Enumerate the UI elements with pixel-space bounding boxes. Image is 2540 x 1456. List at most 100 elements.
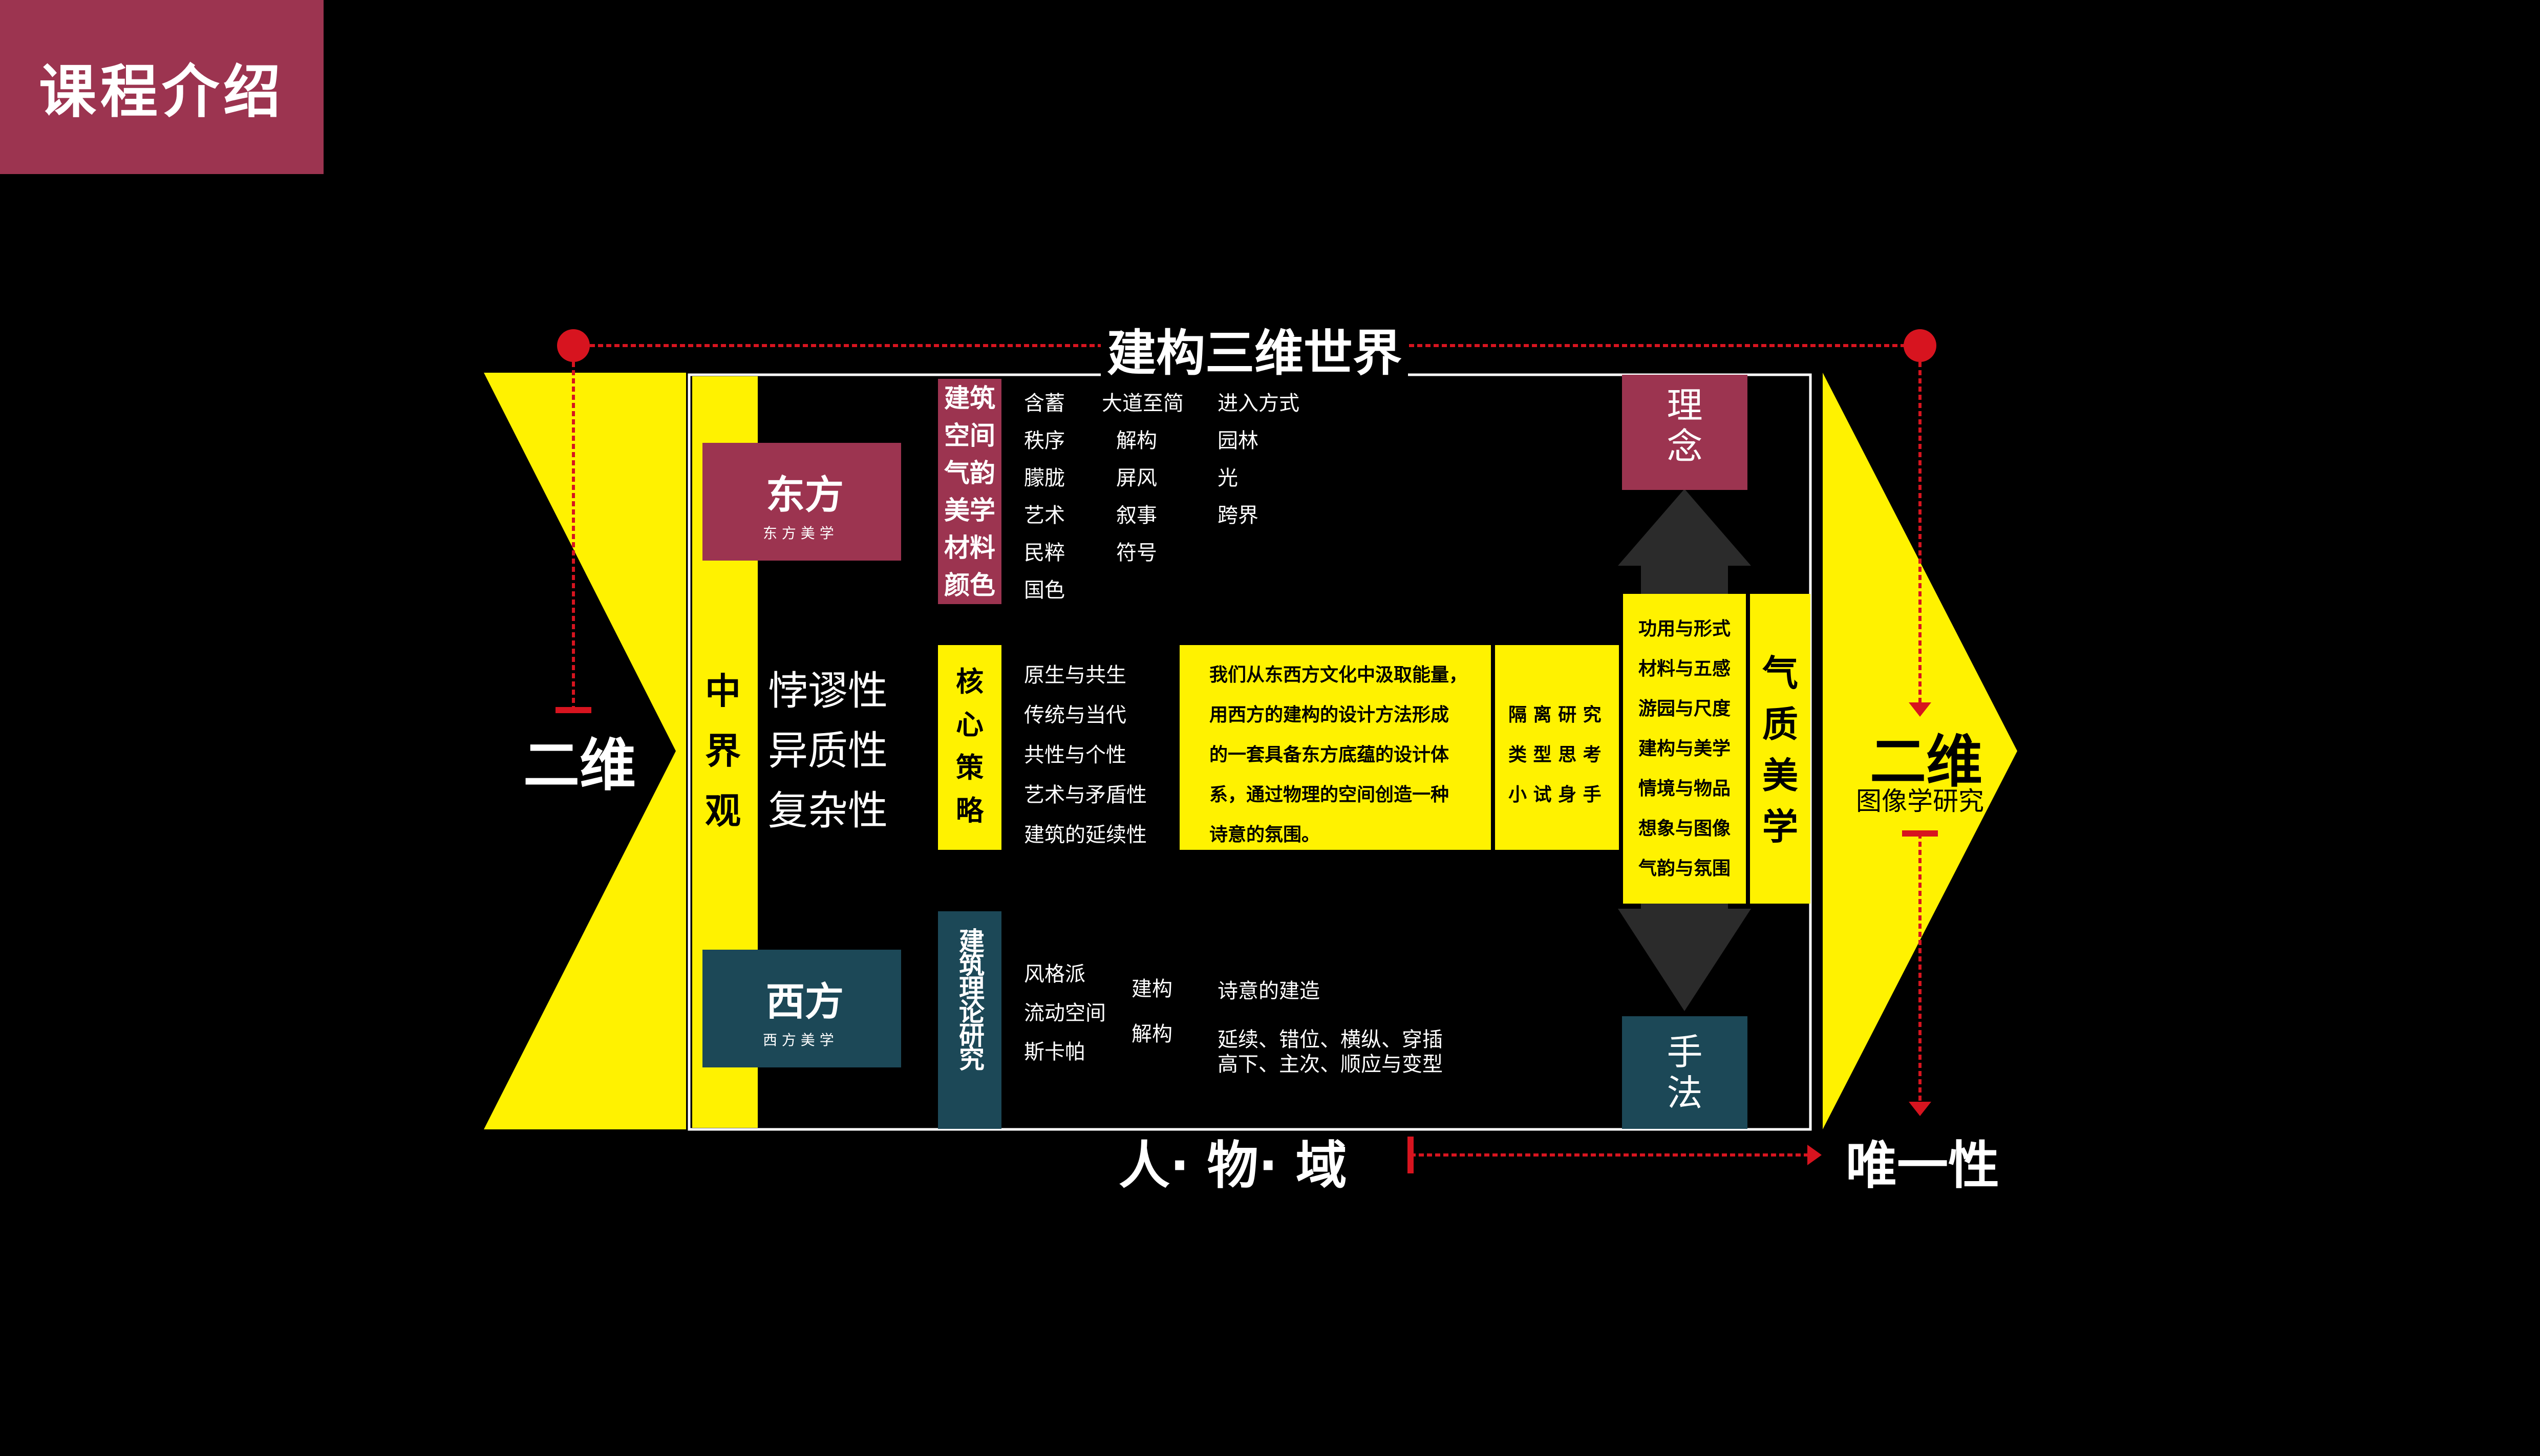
- left-chevron: [484, 373, 686, 1129]
- method-label: 手 法: [1622, 1032, 1747, 1114]
- qi-item: 情境与物品: [1638, 778, 1731, 799]
- center-char-2: 界: [705, 730, 741, 772]
- core-item: 传统与当代: [1024, 703, 1126, 727]
- bottom-right-label: 唯一性: [1846, 1136, 1999, 1195]
- right-label-main: 二维: [1870, 729, 1982, 795]
- center-item-2: 异质性: [768, 728, 888, 774]
- east-tag: 美学: [944, 496, 995, 525]
- core-tag-char: 核: [956, 666, 984, 698]
- core-tag-box: [938, 645, 1001, 850]
- center-item-3: 复杂性: [768, 788, 888, 834]
- core-tag-char: 策: [956, 752, 984, 784]
- east-term: 光: [1218, 466, 1238, 490]
- bottom-left-label: 人· 物· 域: [1119, 1136, 1347, 1195]
- qi-item: 功用与形式: [1638, 618, 1731, 639]
- west-tag: 建筑理论研究: [955, 928, 985, 1069]
- method-char: 手: [1667, 1031, 1703, 1073]
- core-tag: 核 心 策 略: [938, 660, 1001, 832]
- core-item: 原生与共生: [1024, 663, 1126, 687]
- east-term: 解构: [1116, 429, 1157, 453]
- core-text: 我们从东西方文化中汲取能量， 用西方的建构的设计方法形成 的一套具备东方底蕴的设…: [1209, 655, 1467, 855]
- east-tag: 气韵: [944, 458, 995, 488]
- west-term: 斯卡帕: [1024, 1040, 1085, 1064]
- study-text-line: 类 型 思 考: [1508, 744, 1602, 765]
- east-term: 国色: [1024, 579, 1065, 602]
- study-text-line: 小 试 身 手: [1508, 784, 1602, 805]
- east-term: 屏风: [1116, 466, 1157, 490]
- concept-char: 理: [1667, 384, 1703, 426]
- page-title-box: 课程介绍: [0, 0, 324, 174]
- west-col3-head: 诗意的建造: [1218, 979, 1320, 1003]
- left-label: 二维: [523, 733, 636, 798]
- qi-label-char: 美: [1762, 755, 1798, 797]
- east-tag-box: [938, 379, 1001, 604]
- west-column-2: 建构 解构: [1132, 967, 1172, 1057]
- center-char-1: 中: [705, 670, 741, 712]
- center-char-3: 观: [705, 790, 741, 832]
- core-text-line: 我们从东西方文化中汲取能量，: [1209, 665, 1468, 686]
- core-text-line: 系，通过物理的空间创造一种: [1209, 784, 1449, 805]
- west-col3-line3: 高下、主次、顺应与变型: [1218, 1053, 1443, 1076]
- east-column-2: 大道至简 解构 屏风 叙事 符号: [1102, 385, 1184, 572]
- east-term: 进入方式: [1218, 392, 1299, 415]
- center-vertical-label: 中 界 观: [702, 661, 743, 841]
- qi-item: 游园与尺度: [1638, 698, 1731, 719]
- west-term: 解构: [1132, 1022, 1172, 1046]
- east-term: 含蓄: [1024, 392, 1065, 415]
- east-tag: 建筑: [944, 383, 995, 413]
- study-text-line: 隔 离 研 究: [1508, 704, 1602, 725]
- qi-item: 材料与五感: [1638, 658, 1731, 679]
- east-title: 东方: [766, 472, 844, 518]
- east-term: 民粹: [1024, 541, 1065, 565]
- core-tag-char: 略: [956, 795, 984, 827]
- west-box: [702, 950, 901, 1067]
- east-term: 跨界: [1218, 504, 1258, 527]
- west-col3-line2: 延续、错位、横纵、穿插: [1218, 1028, 1443, 1052]
- concept-label: 理 念: [1622, 385, 1747, 467]
- west-title: 西方: [766, 979, 844, 1024]
- concept-box: [1622, 375, 1747, 490]
- east-tags: 建筑 空间 气韵 美学 材料 颜色: [938, 380, 1001, 604]
- east-column-3: 进入方式 园林 光 跨界: [1218, 385, 1299, 534]
- east-term: 园林: [1218, 429, 1258, 453]
- qi-label-char: 学: [1762, 806, 1798, 848]
- qi-label: 气 质 美 学: [1750, 648, 1810, 852]
- east-box: [702, 443, 901, 561]
- core-item: 共性与个性: [1024, 743, 1126, 767]
- study-text: 隔 离 研 究 类 型 思 考 小 试 身 手: [1508, 695, 1602, 815]
- method-char: 法: [1667, 1072, 1703, 1114]
- east-tag: 材料: [944, 533, 995, 563]
- core-item: 建筑的延续性: [1024, 823, 1147, 847]
- concept-char: 念: [1667, 425, 1703, 467]
- core-items: 原生与共生 传统与当代 共性与个性 艺术与矛盾性 建筑的延续性: [1024, 655, 1147, 855]
- east-term: 艺术: [1024, 504, 1065, 527]
- west-subtitle: 西 方 美 学: [763, 1032, 834, 1048]
- west-tag-box: [938, 911, 1001, 1129]
- core-text-line: 用西方的建构的设计方法形成: [1209, 704, 1449, 725]
- core-text-line: 的一套具备东方底蕴的设计体: [1209, 744, 1449, 765]
- east-column-1: 含蓄 秩序 朦胧 艺术 民粹 国色: [1024, 385, 1065, 609]
- qi-item: 气韵与氛围: [1638, 858, 1731, 879]
- center-item-1: 悖谬性: [768, 668, 888, 714]
- east-term: 符号: [1116, 541, 1157, 565]
- right-arrow: [1823, 373, 2017, 1129]
- right-label-sub: 图像学研究: [1856, 786, 1984, 816]
- page-title: 课程介绍: [39, 59, 285, 125]
- east-tag: 颜色: [944, 570, 995, 600]
- method-box: [1622, 1016, 1747, 1129]
- top-label: 建构三维世界: [1101, 313, 1408, 384]
- east-term: 朦胧: [1024, 466, 1065, 490]
- core-text-line: 诗意的氛围。: [1209, 824, 1320, 845]
- east-subtitle: 东 方 美 学: [763, 525, 834, 542]
- center-items: 悖谬性 异质性 复杂性: [768, 661, 888, 841]
- qi-item: 想象与图像: [1638, 818, 1731, 839]
- qi-items-box: [1623, 594, 1746, 904]
- east-tag: 空间: [944, 421, 995, 451]
- core-text-box: [1180, 645, 1491, 850]
- qi-label-char: 气: [1762, 652, 1798, 694]
- east-term: 大道至简: [1102, 392, 1184, 415]
- west-term: 流动空间: [1024, 1001, 1106, 1025]
- west-term: 建构: [1132, 977, 1172, 1001]
- core-tag-char: 心: [956, 709, 984, 741]
